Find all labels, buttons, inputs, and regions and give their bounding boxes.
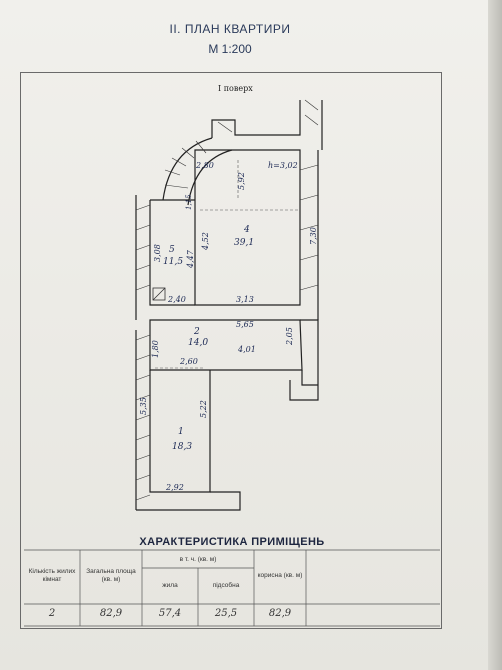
room4-area: 39,1: [234, 238, 254, 248]
table-title: ХАРАКТЕРИСТИКА ПРИМІЩЕНЬ: [139, 536, 325, 548]
dim-room4-small: 1,15: [185, 194, 193, 210]
dim-room2-bottom: 2,60: [179, 357, 198, 366]
header-rooms-count: Кількість жилих кімнат: [28, 568, 76, 583]
dim-room2-left: 1,80: [151, 340, 160, 358]
room4-number: 4: [243, 225, 250, 235]
room2-number: 2: [193, 327, 200, 337]
dim-room4-left: 4,52: [201, 232, 210, 251]
value-usable: 82,9: [268, 608, 292, 619]
dim-room4-vertical: 5,92: [237, 172, 246, 190]
header-usable: корисна (кв. м): [257, 572, 303, 579]
dim-room2-right: 2,05: [285, 327, 294, 346]
room5-area: 11,5: [163, 257, 183, 267]
header-incl: в т. ч. (кв. м): [179, 556, 217, 563]
dim-room2-middle: 4,01: [237, 345, 256, 354]
header-living: жила: [162, 582, 178, 589]
room1-number: 1: [178, 427, 184, 437]
value-living: 57,4: [158, 608, 182, 619]
dim-room4-right: 7,30: [309, 227, 318, 245]
dim-room5-right: 4,47: [186, 249, 195, 269]
characteristics-table: ХАРАКТЕРИСТИКА ПРИМІЩЕНЬ Кількість жилих…: [24, 532, 440, 628]
room2-area: 14,0: [188, 338, 208, 348]
header-total-area: Загальна площа (кв. м): [86, 568, 136, 583]
dim-room5-bottom: 2,40: [167, 295, 186, 304]
guide-lines: [155, 160, 298, 369]
room5-number: 5: [169, 245, 175, 255]
value-rooms-count: 2: [48, 608, 56, 619]
dim-room5-left: 3,08: [153, 244, 162, 262]
dim-room1-right: 5,22: [199, 400, 208, 418]
value-total-area: 82,9: [99, 608, 123, 619]
plan-title: II. ПЛАН КВАРТИРИ: [169, 22, 291, 36]
value-auxiliary: 25,5: [214, 608, 238, 619]
dim-room4-height-label: h=3,02: [268, 161, 298, 170]
dim-room1-bottom: 2,92: [165, 483, 184, 492]
room1-area: 18,3: [172, 442, 192, 452]
wall-hatching: [135, 99, 319, 501]
header-auxiliary: підсобна: [212, 582, 240, 589]
table-grid: [24, 549, 440, 627]
dim-room1-left: 5,35: [139, 397, 148, 415]
stair-symbol: [152, 287, 166, 301]
sheet-edge: [488, 0, 502, 670]
dim-room4-bottom: 3,13: [236, 295, 254, 304]
dim-room2-top: 5,65: [236, 320, 254, 329]
plan-frame: [20, 72, 442, 629]
dim-room4-top: 2,80: [195, 161, 214, 170]
floor-label: I поверх: [218, 84, 253, 93]
plan-scale: М 1:200: [208, 42, 252, 56]
